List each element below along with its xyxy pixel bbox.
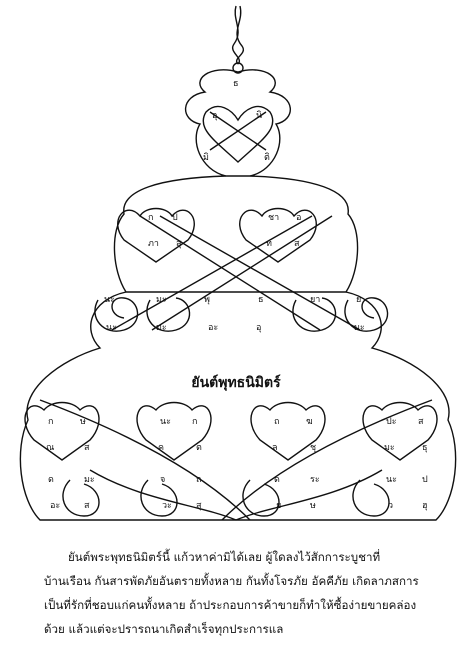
glyph: ถ [274,417,279,427]
glyph: นิ [256,110,262,121]
glyph: ว [388,501,393,511]
glyph: มะ [384,443,395,453]
glyph: นะ [104,295,115,305]
glyph: ธ [258,295,264,305]
glyph: ภา [148,239,159,249]
glyph: มิ [203,152,209,163]
caption: ยันต์พระพุทธนิมิตร์นี้ แก้วหาค่ามิได้เลย… [44,545,464,641]
glyph: จ [160,475,165,485]
glyph: นะ [160,417,171,427]
glyph: ป [172,213,178,223]
glyph: ส [84,501,90,511]
glyph: อ [296,213,301,223]
glyph: ป [422,475,428,485]
crown-outline [184,69,291,177]
glyph: ค [158,443,164,453]
glyph: ก [148,213,153,223]
base-outline [19,291,457,521]
glyph: ยา [310,295,320,305]
glyph: ล [272,443,278,453]
glyph: อุ [212,111,217,121]
glyph: ธ [233,79,239,89]
glyph: มะ [354,323,365,333]
glyph: อุ [256,323,261,333]
caption-line: ยันต์พระพุทธนิมิตร์นี้ แก้วหาค่ามิได้เลย… [68,550,381,564]
glyph: ย [356,295,361,305]
glyph: ณ [46,443,54,453]
glyph: ชา [268,213,279,223]
glyph: สุ [196,501,202,511]
glyph: ท [266,239,272,249]
glyph: ษ [310,501,316,511]
glyph: อะ [50,501,60,511]
caption-line: เป็นที่รักที่ชอบแก่คนทั้งหลาย ถ้าประกอบก… [44,598,417,612]
caption-line: ด้วย แล้วแต่จะปรารถนาเกิดสำเร็จทุกประการ… [44,622,284,636]
body-outline [113,175,359,293]
glyph: ส [294,239,300,249]
glyph: ฮุ [422,501,428,511]
spire [231,5,241,65]
glyph: ฆ [306,417,313,427]
glyph: ถ [196,475,201,485]
glyph: วะ [162,501,172,511]
yantra-figure: ธ อุ นิ มิ ติ ก ป ภา สุ ชา อ ท ส นะ มะ พ… [19,5,457,521]
glyph: ก [192,417,197,427]
glyph: ด [274,475,280,485]
glyph: ก [48,417,53,427]
glyph: ระ [310,475,320,485]
glyph: นะ [386,475,397,485]
glyph: สุ [176,239,182,249]
glyph: ษ [80,417,86,427]
glyph: มะ [156,295,167,305]
glyph: ชุ [310,443,316,453]
base-glyph-group: กษณสดมะอะสนะกคตจถวะสุถฆลชุดระยษปะสมะธุนะ… [46,417,428,511]
glyph: ส [418,417,424,427]
diagram-title: ยันต์พุทธนิมิตร์ [191,375,281,391]
glyph: ปะ [386,417,397,427]
glyph: มะ [84,475,95,485]
glyph: มะ [156,323,167,333]
caption-line: บ้านเรือน กันสารพัดภัยอันตรายทั้งหลาย กั… [44,574,419,588]
glyph: ด [48,475,54,485]
glyph: นะ [106,323,117,333]
glyph: ส [84,443,90,453]
glyph: ติ [264,152,270,163]
glyph: อะ [208,323,218,333]
glyph: ธุ [422,443,428,453]
glyph: พุ [204,295,210,305]
glyph: ย [276,501,281,511]
glyph: ต [196,443,202,453]
